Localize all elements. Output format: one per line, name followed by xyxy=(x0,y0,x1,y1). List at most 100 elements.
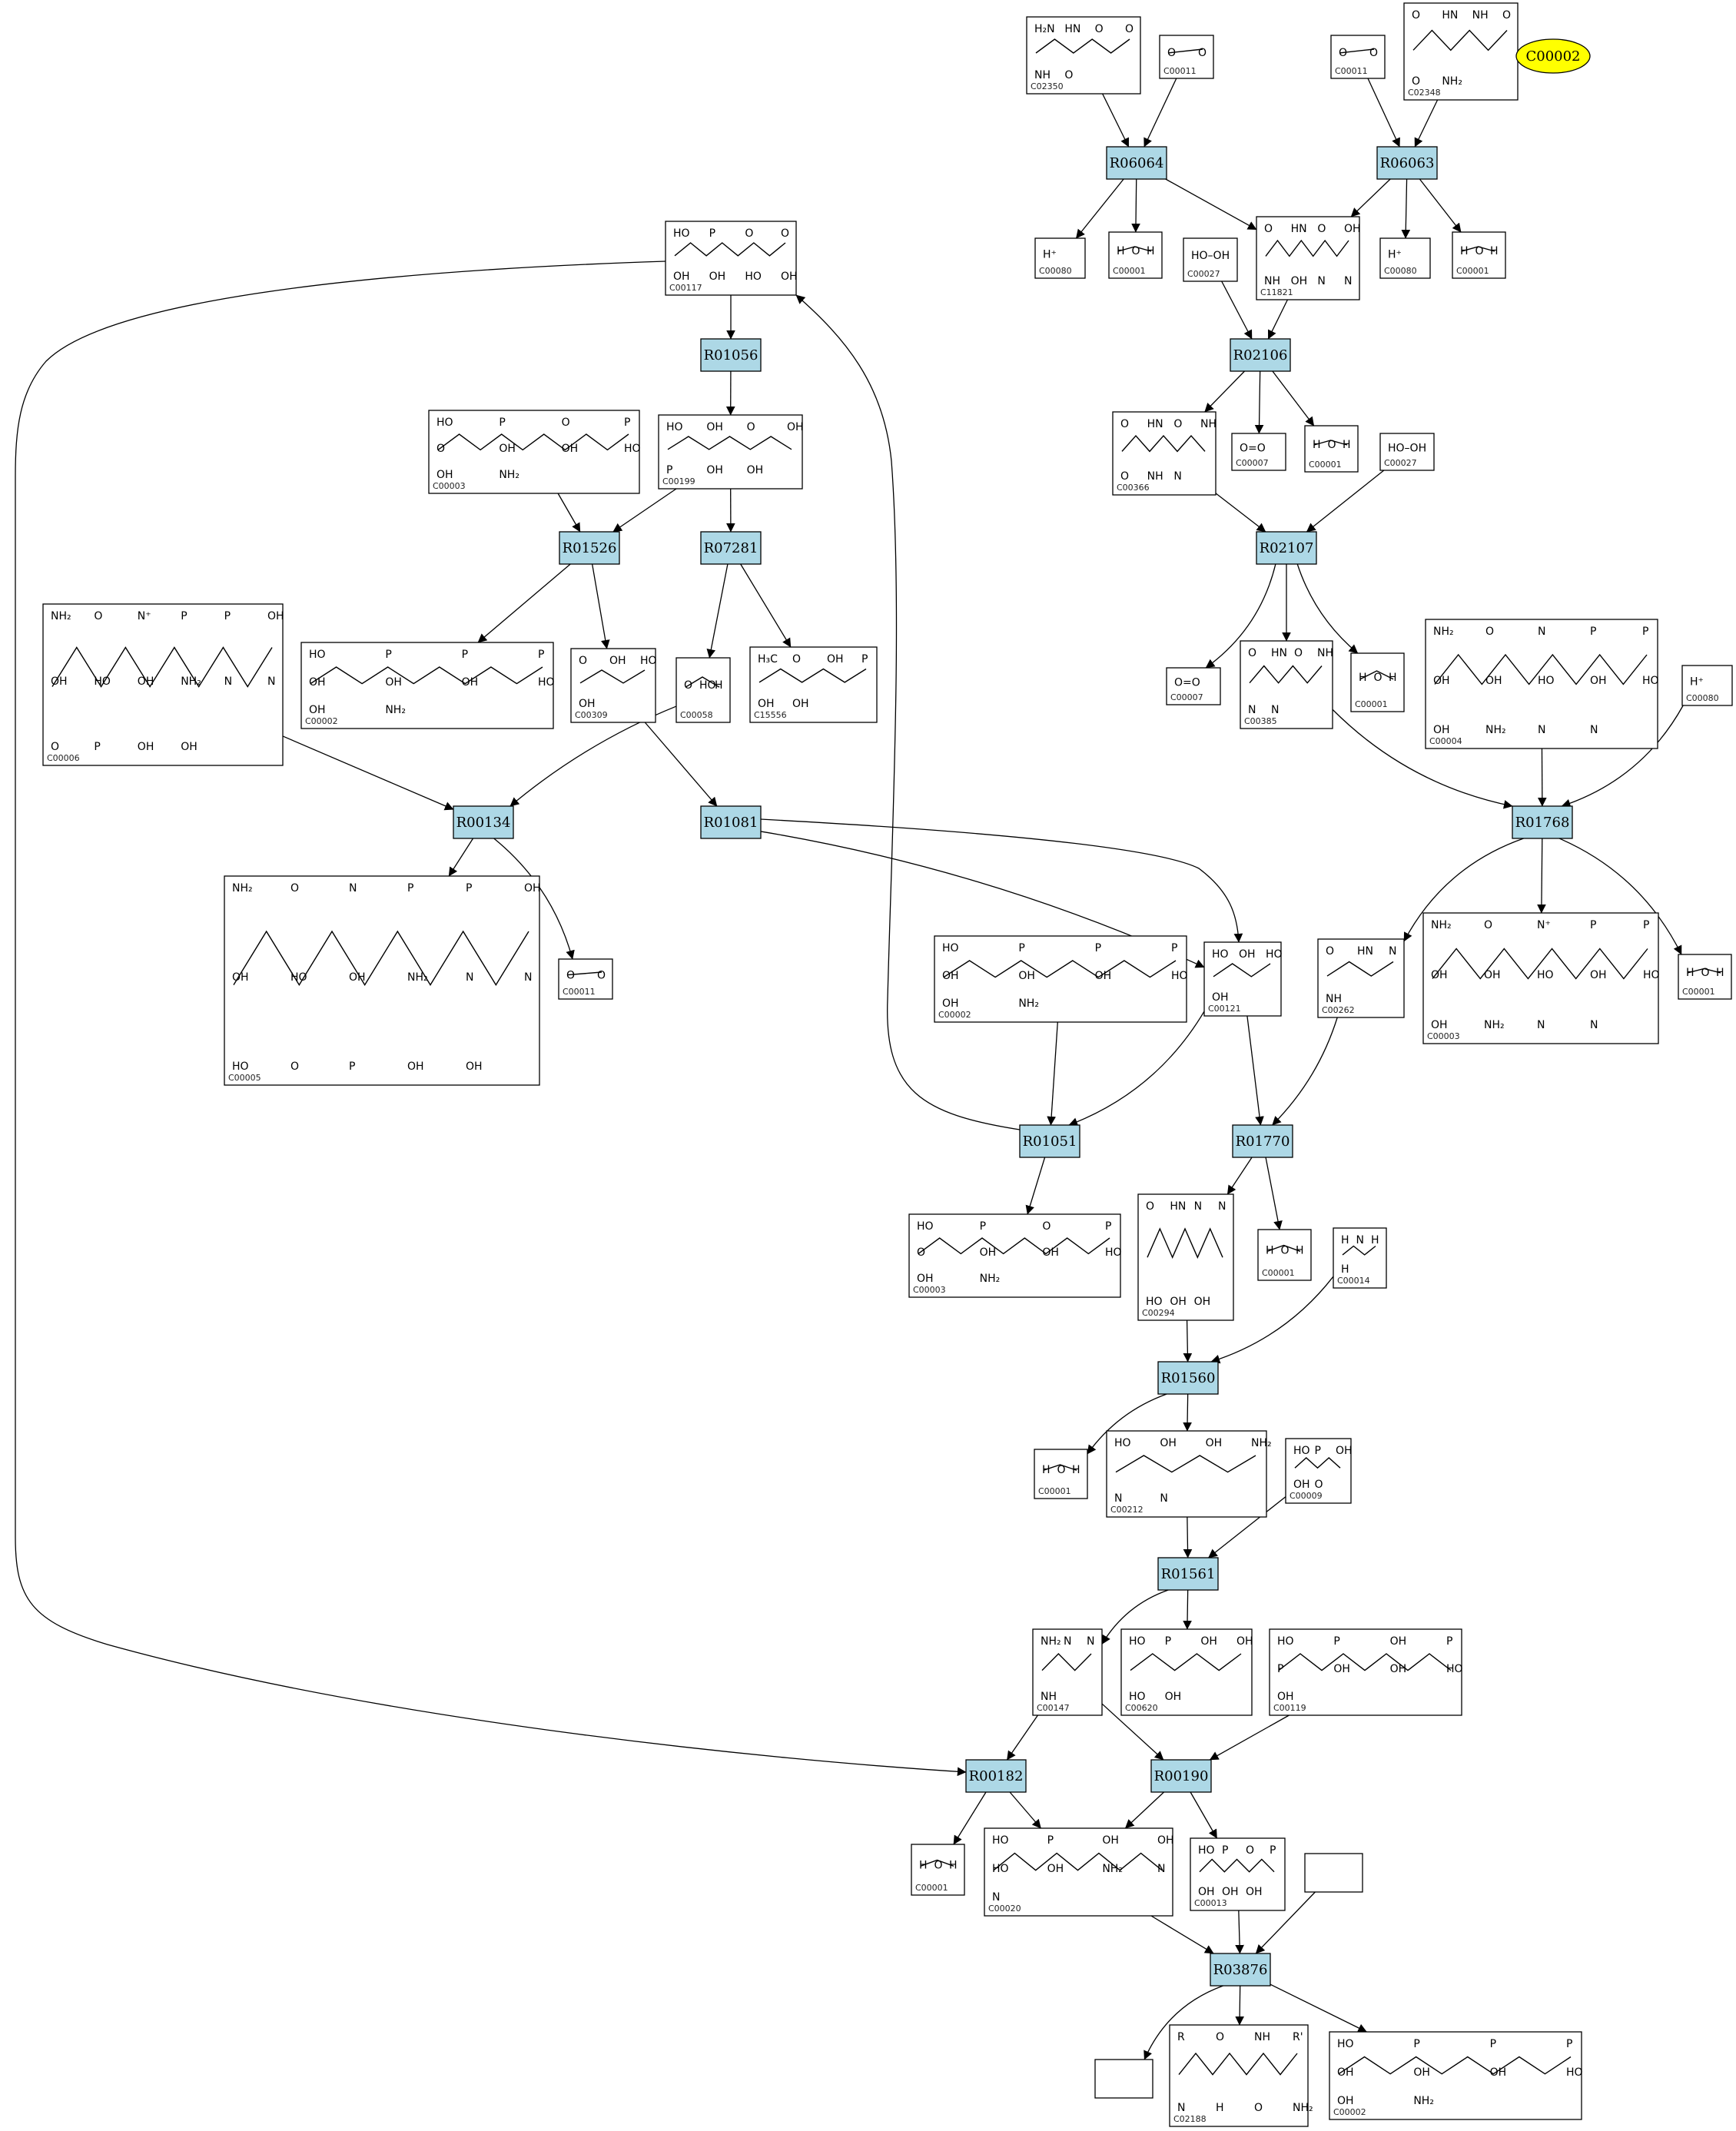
reaction-r01051[interactable]: R01051 xyxy=(1019,1124,1080,1158)
reaction-r01561[interactable]: R01561 xyxy=(1157,1557,1219,1591)
atom-label: P xyxy=(499,417,505,429)
atom-label: NH xyxy=(1034,69,1051,81)
atom-label: HN xyxy=(1147,418,1163,430)
atom-label: OH xyxy=(917,1273,934,1285)
atom-label: N xyxy=(1344,275,1352,287)
edge-R00182-c00020 xyxy=(1009,1791,1041,1829)
reaction-r02106[interactable]: R02106 xyxy=(1230,338,1291,372)
atom-label: HO xyxy=(745,271,762,283)
reaction-r06063[interactable]: R06063 xyxy=(1376,146,1438,180)
compound-c00080a[interactable]: H⁺C00080 xyxy=(1034,237,1086,279)
edge-R01770-c00001f xyxy=(1265,1157,1283,1230)
compound-c00080c[interactable]: H⁺C00080 xyxy=(1681,665,1733,706)
compound-c00080b[interactable]: H⁺C00080 xyxy=(1379,237,1431,279)
compound-box xyxy=(1350,652,1405,712)
reaction-r01770[interactable]: R01770 xyxy=(1232,1124,1293,1158)
reaction-box xyxy=(1512,805,1573,839)
compound-empty1[interactable] xyxy=(1304,1853,1363,1893)
compound-id-label: C00004 xyxy=(1429,736,1462,746)
atom-label: HO xyxy=(1277,1635,1294,1648)
edge-c02350-R06064 xyxy=(1102,93,1130,148)
atom-label: O xyxy=(684,679,692,692)
compound-box xyxy=(1034,1449,1088,1499)
bond-lines xyxy=(943,960,1177,978)
compound-id-label: C00003 xyxy=(913,1285,946,1295)
compound-box xyxy=(1183,237,1238,282)
atom-label: P xyxy=(624,417,630,429)
reaction-r00182[interactable]: R00182 xyxy=(965,1759,1027,1793)
atom-label: P xyxy=(407,882,413,895)
reaction-r01526[interactable]: R01526 xyxy=(559,531,620,565)
reaction-r00134[interactable]: R00134 xyxy=(453,805,514,839)
reaction-r03876[interactable]: R03876 xyxy=(1210,1953,1271,1987)
atom-label: OH xyxy=(1337,2066,1354,2079)
compound-empty2[interactable] xyxy=(1094,2059,1153,2099)
atom-label: O xyxy=(1339,47,1347,59)
reaction-r06064[interactable]: R06064 xyxy=(1106,146,1167,180)
reaction-r07281[interactable]: R07281 xyxy=(700,531,762,565)
atom-label: OH xyxy=(138,675,154,688)
edge-c00080c-R01768 xyxy=(1561,705,1684,808)
atom-label: HO xyxy=(436,417,453,429)
highlight-node[interactable]: C00002 xyxy=(1515,38,1591,74)
atom-label: OH xyxy=(781,271,798,283)
atom-label: OH xyxy=(1047,1863,1064,1875)
reaction-r01560[interactable]: R01560 xyxy=(1157,1361,1219,1395)
atom-label: NH₂ xyxy=(1484,1019,1505,1031)
reaction-r01056[interactable]: R01056 xyxy=(700,338,762,372)
reaction-label: R01768 xyxy=(1515,815,1570,831)
reaction-r01768[interactable]: R01768 xyxy=(1512,805,1573,839)
reaction-r00190[interactable]: R00190 xyxy=(1150,1759,1212,1793)
reaction-r01081[interactable]: R01081 xyxy=(700,805,762,839)
reaction-r02107[interactable]: R02107 xyxy=(1256,531,1317,565)
compound-id-label: C00002 xyxy=(305,716,338,726)
atom-label: O xyxy=(1412,9,1420,22)
